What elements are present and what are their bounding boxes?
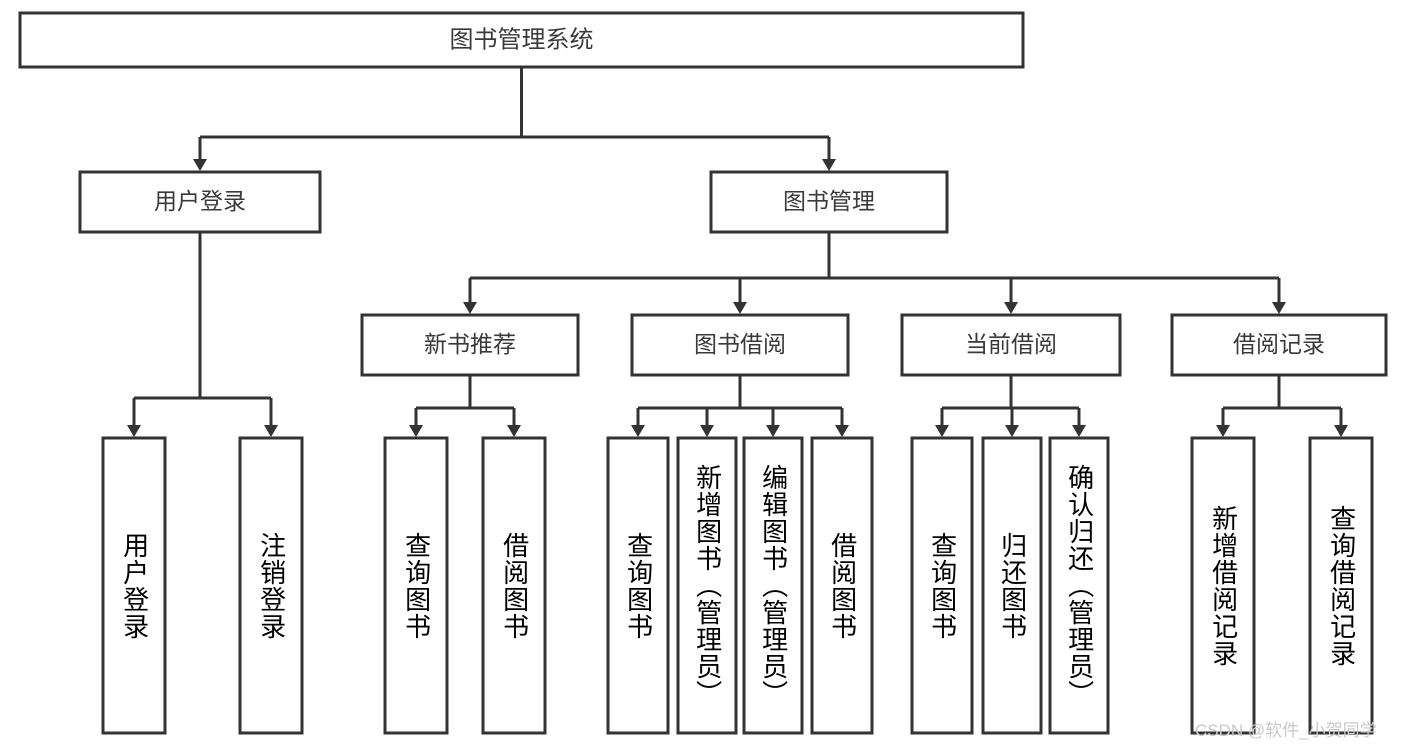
node-box-book-borrow[interactable] (630, 313, 850, 377)
node-box-leaf-query-book-rec[interactable] (383, 436, 449, 735)
node-box-leaf-query-book-borrow[interactable] (606, 436, 670, 735)
node-box-leaf-user-login[interactable] (101, 436, 167, 735)
csdn-watermark: CSDN @软件_小贺同学 (1195, 721, 1377, 740)
node-box-leaf-borrow-book-rec[interactable] (481, 436, 547, 735)
node-box-leaf-add-record[interactable] (1190, 436, 1256, 735)
node-box-borrow-record[interactable] (1170, 313, 1388, 377)
node-box-leaf-confirm-return[interactable] (1048, 436, 1110, 735)
page-title: 图书管理系统 (450, 26, 594, 53)
node-box-layer (18, 11, 1388, 735)
node-box-leaf-borrow-book[interactable] (810, 436, 874, 735)
node-box-leaf-query-record[interactable] (1308, 436, 1374, 735)
connector-layer (127, 67, 1348, 437)
node-box-leaf-query-book-cur[interactable] (910, 436, 974, 735)
node-label-user-login: 用户登录 (154, 188, 246, 214)
node-label-book-borrow: 图书借阅 (694, 331, 786, 357)
node-box-current-borrow[interactable] (900, 313, 1122, 377)
node-box-leaf-edit-book[interactable] (742, 436, 804, 735)
node-label-new-book-rec: 新书推荐 (424, 331, 516, 357)
node-box-book-manage[interactable] (709, 170, 949, 234)
node-label-borrow-record: 借阅记录 (1233, 331, 1325, 357)
node-box-root[interactable] (18, 11, 1025, 69)
node-box-leaf-add-book[interactable] (676, 436, 738, 735)
node-box-leaf-logout[interactable] (238, 436, 304, 735)
node-box-user-login[interactable] (78, 170, 322, 234)
node-label-current-borrow: 当前借阅 (965, 331, 1057, 357)
node-label-book-manage: 图书管理 (783, 188, 875, 214)
node-box-leaf-return-book[interactable] (981, 436, 1043, 735)
node-box-new-book-rec[interactable] (360, 313, 580, 377)
